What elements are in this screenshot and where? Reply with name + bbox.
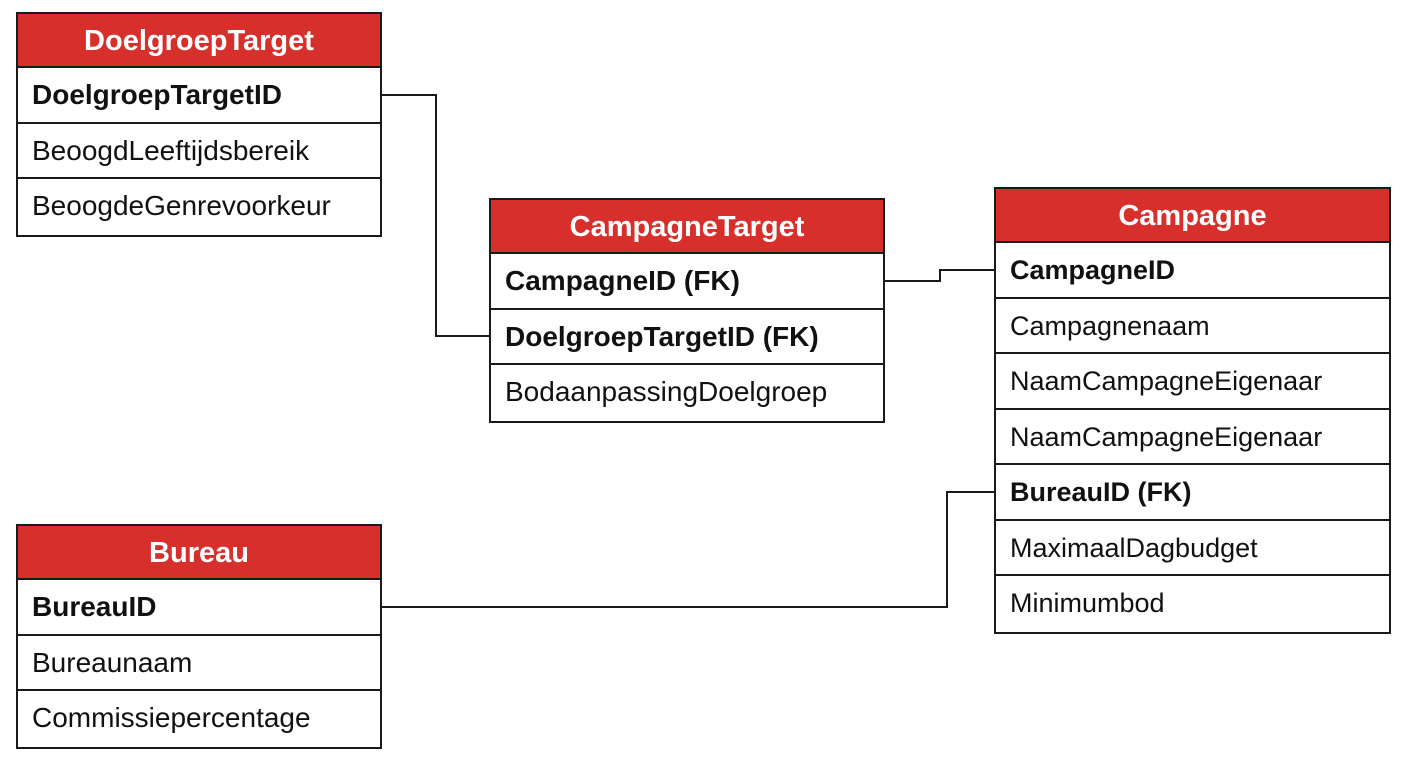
entity-field: BeoogdLeeftijdsbereik [18, 124, 380, 179]
entity-field-foreign-key: DoelgroepTargetID (FK) [491, 310, 883, 365]
entity-field-primary-key: CampagneID [996, 243, 1389, 299]
entity-field-foreign-key: BureauID (FK) [996, 465, 1389, 521]
entity-bureau: Bureau BureauID Bureaunaam Commissieperc… [16, 524, 382, 749]
entity-field: Minimumbod [1010, 588, 1165, 618]
entity-campagne: Campagne CampagneID Campagnenaam NaamCam… [994, 187, 1391, 634]
entity-field-foreign-key: CampagneID (FK) [491, 254, 883, 310]
relationship-line-bureau-campagne [382, 491, 994, 608]
entity-title: DoelgroepTarget [18, 14, 380, 68]
entity-title: Campagne [996, 189, 1389, 243]
entity-field: BodaanpassingDoelgroep [505, 376, 828, 407]
entity-field: MaximaalDagbudget [996, 521, 1389, 576]
entity-field: NaamCampagneEigenaar [996, 410, 1389, 465]
entity-field: NaamCampagneEigenaar [996, 354, 1389, 410]
entity-field: Commissiepercentage [32, 702, 311, 733]
relationship-line-doelgroeptarget-campagnetarget [382, 94, 489, 337]
relationship-line-campagnetarget-campagne [885, 269, 994, 282]
entity-title: Bureau [18, 526, 380, 580]
entity-field: BeoogdeGenrevoorkeur [32, 190, 331, 221]
entity-doelgroeptarget: DoelgroepTarget DoelgroepTargetID Beoogd… [16, 12, 382, 237]
entity-field: Campagnenaam [996, 299, 1389, 354]
entity-title: CampagneTarget [491, 200, 883, 254]
entity-field: Bureaunaam [18, 636, 380, 691]
entity-campagnetarget: CampagneTarget CampagneID (FK) Doelgroep… [489, 198, 885, 423]
entity-field-primary-key: BureauID [18, 580, 380, 636]
entity-field-primary-key: DoelgroepTargetID [18, 68, 380, 124]
